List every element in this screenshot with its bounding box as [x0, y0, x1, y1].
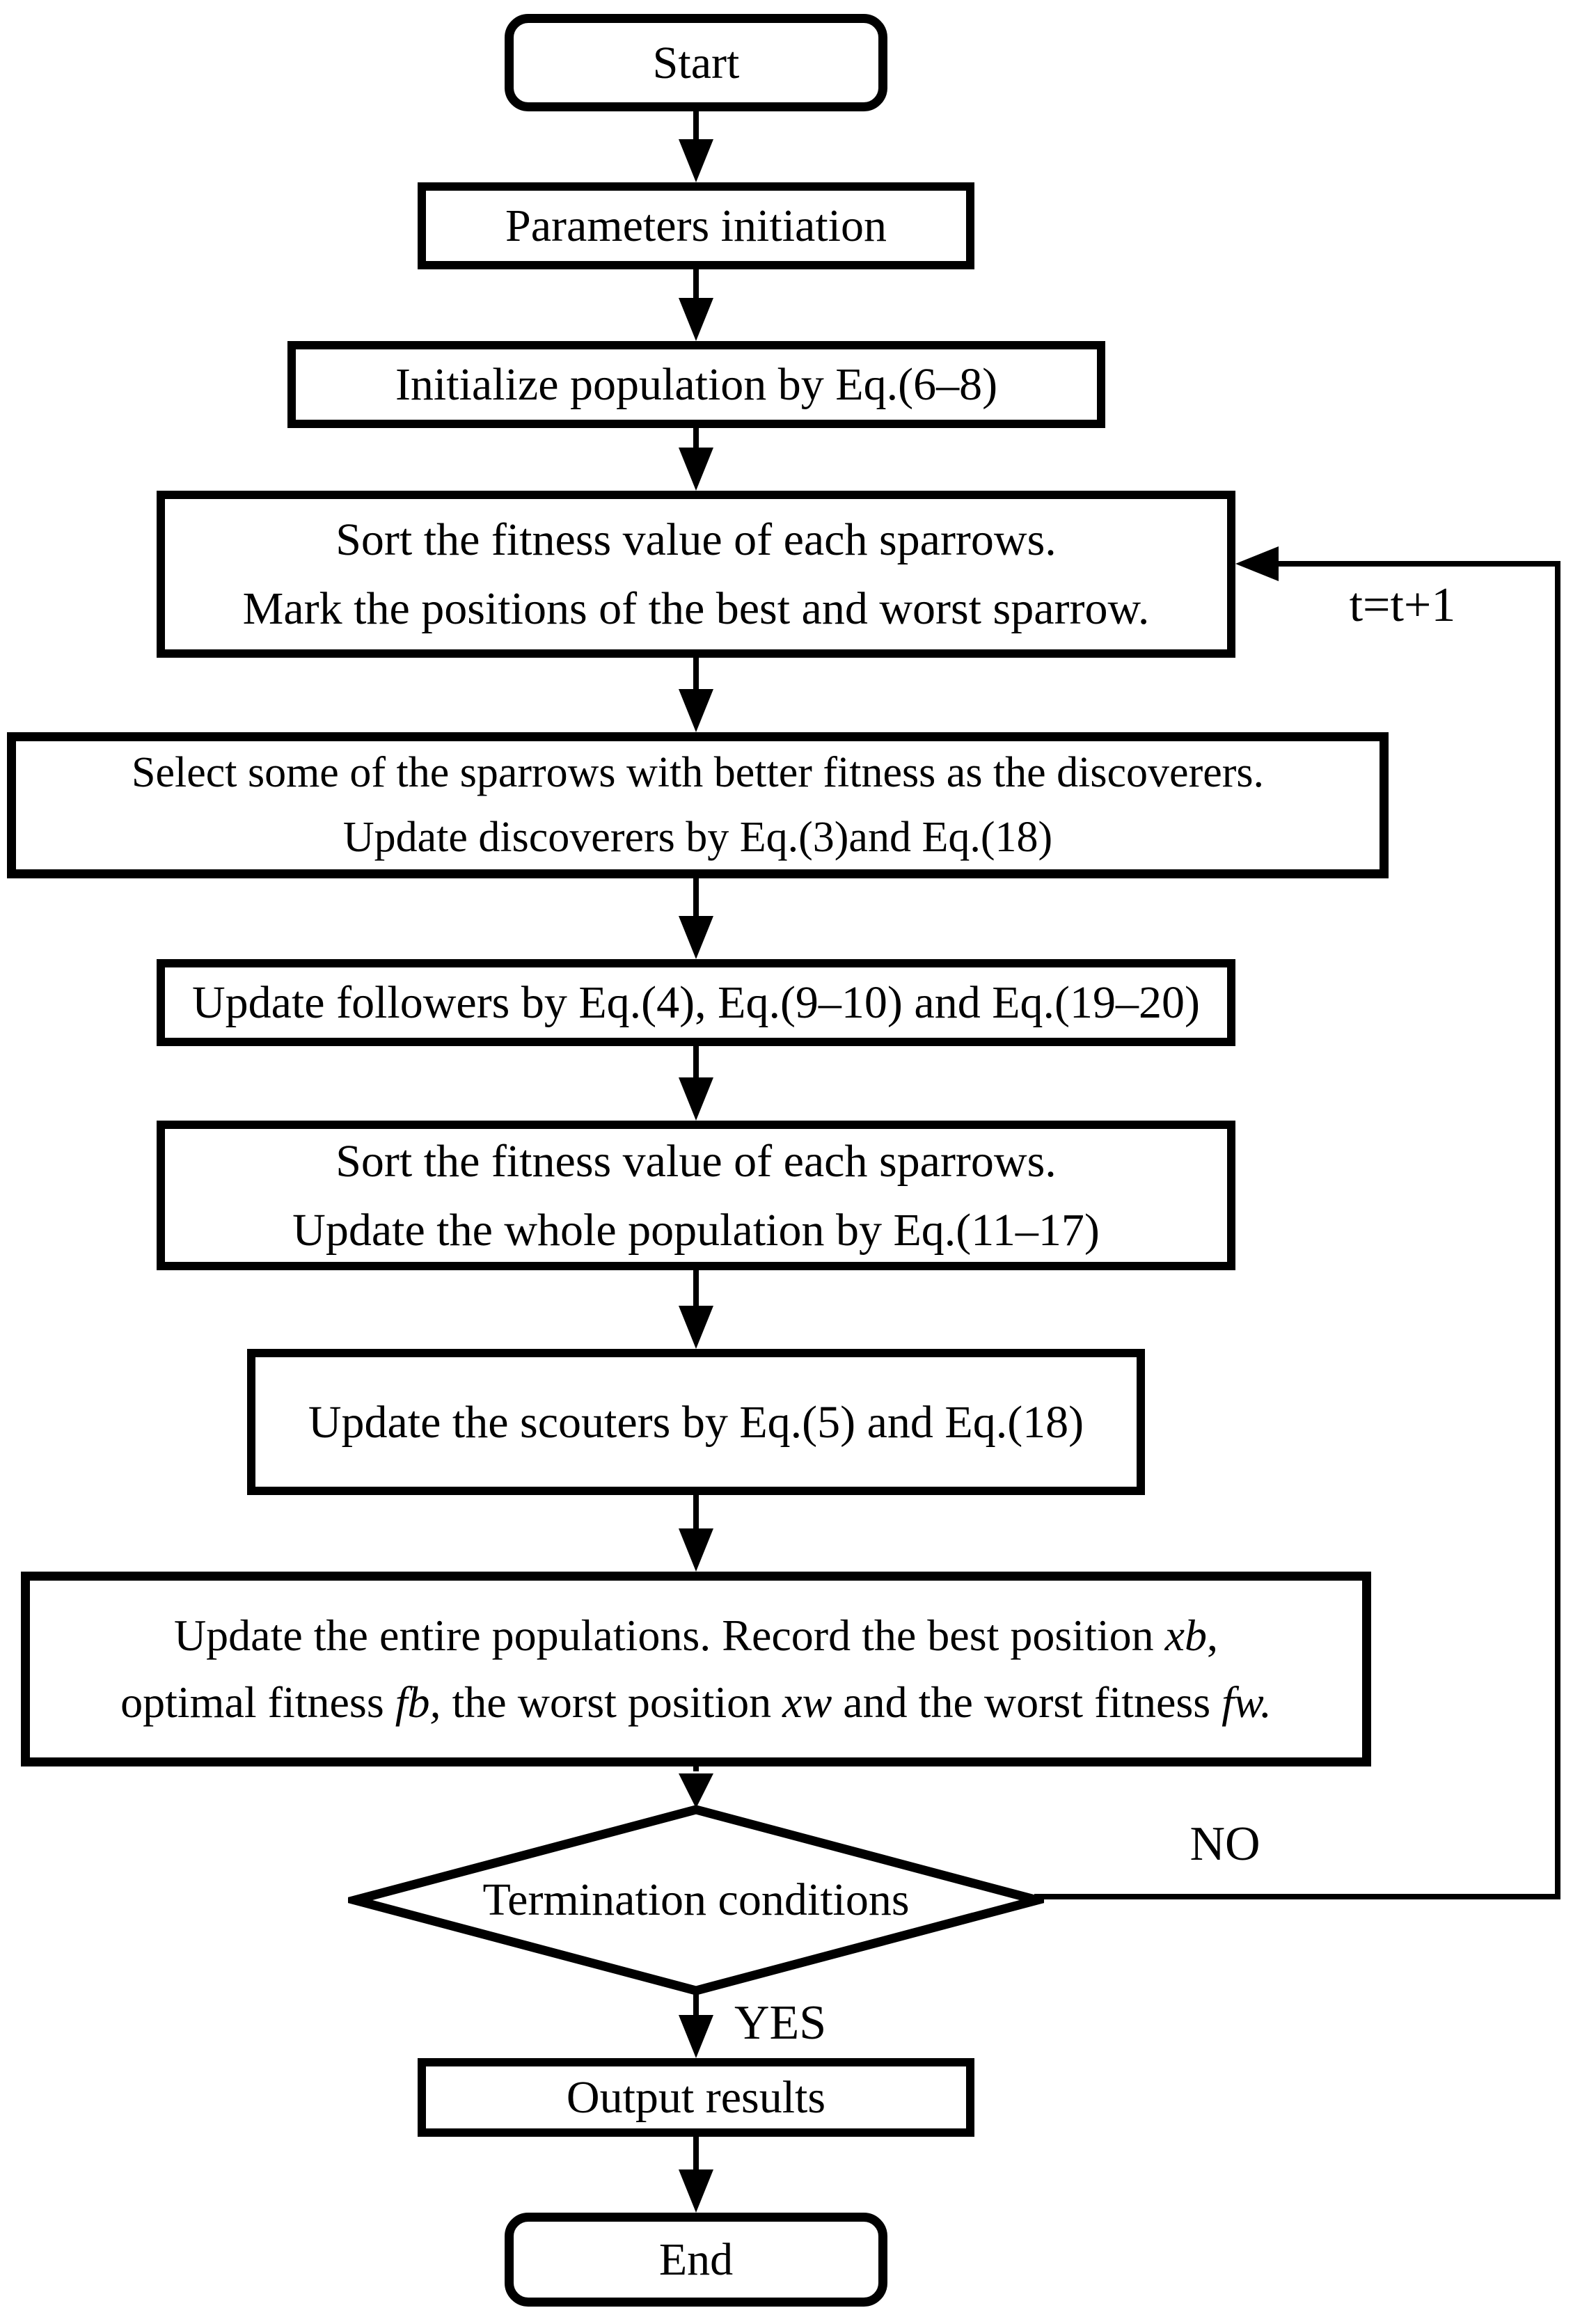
node-label-line1: Sort the fitness value of each sparrows.	[335, 1135, 1057, 1187]
arrowhead-sortupdate-to-scouters	[679, 1306, 713, 1349]
text-segment: the worst position	[441, 1677, 783, 1727]
arrowhead-decision-to-output-yes	[679, 2015, 713, 2058]
arrowhead-entire-to-decision	[679, 1773, 713, 1808]
node-label-line1: Sort the fitness value of each sparrows.	[335, 514, 1057, 565]
arrow-line-sortupdate-to-scouters	[693, 1270, 699, 1307]
flow-node-sort-and-mark: Sort the fitness value of each sparrows.…	[157, 491, 1235, 658]
arrow-line-entire-to-decision	[693, 1766, 699, 1771]
loop-line-top-horizontal	[1277, 561, 1560, 567]
node-label: Initialize population by Eq.(6–8)	[395, 359, 998, 410]
edge-label-no: NO	[1189, 1817, 1260, 1871]
flow-node-update-followers: Update followers by Eq.(4), Eq.(9–10) an…	[157, 959, 1235, 1046]
flow-node-start: Start	[505, 14, 887, 111]
node-label-line2: Update the whole population by Eq.(11–17…	[292, 1204, 1100, 1256]
arrowhead-params-to-init	[679, 298, 713, 341]
arrowhead-scouters-to-entire	[679, 1528, 713, 1572]
node-label: Parameters initiation	[505, 200, 887, 251]
flow-node-end: End	[505, 2213, 887, 2307]
arrowhead-select-to-followers	[679, 916, 713, 959]
flow-node-sort-update-population: Sort the fitness value of each sparrows.…	[157, 1121, 1235, 1270]
node-label: Output results	[566, 2072, 826, 2123]
arrow-line-sort-to-select	[693, 657, 699, 690]
node-label-line1: Update the entire populations. Record th…	[174, 1602, 1218, 1669]
arrowhead-output-to-end	[679, 2169, 713, 2213]
node-label: Start	[652, 37, 740, 88]
node-label: Update followers by Eq.(4), Eq.(9–10) an…	[192, 977, 1200, 1028]
italic-var-fb: fb,	[395, 1677, 441, 1727]
arrow-line-scouters-to-entire	[693, 1494, 699, 1530]
text-segment: ,	[1207, 1611, 1219, 1660]
node-label-line2: Mark the positions of the best and worst…	[242, 583, 1150, 634]
node-label: Update the scouters by Eq.(5) and Eq.(18…	[308, 1396, 1084, 1448]
flow-node-update-entire-populations: Update the entire populations. Record th…	[21, 1572, 1371, 1766]
node-label-line2: optimal fitness fb, the worst position x…	[120, 1669, 1272, 1736]
arrowhead-init-to-sort	[679, 448, 713, 491]
arrowhead-loop-into-sort	[1235, 546, 1279, 581]
arrowhead-sort-to-select	[679, 689, 713, 732]
arrow-line-init-to-sort	[693, 427, 699, 449]
flow-node-initialize-population: Initialize population by Eq.(6–8)	[287, 341, 1105, 428]
flow-node-output-results: Output results	[418, 2058, 974, 2137]
flow-node-select-discoverers: Select some of the sparrows with better …	[7, 732, 1389, 878]
italic-var-xb: xb	[1164, 1611, 1208, 1660]
text-segment: optimal fitness	[120, 1677, 395, 1727]
text-segment: and the worst fitness	[832, 1677, 1222, 1727]
arrow-line-select-to-followers	[693, 878, 699, 917]
edge-label-increment: t=t+1	[1349, 578, 1456, 632]
arrow-line-decision-to-output-yes	[693, 1989, 699, 2016]
node-label-line1: Select some of the sparrows with better …	[131, 749, 1265, 796]
arrowhead-followers-to-sortupdate	[679, 1077, 713, 1121]
arrowhead-start-to-params	[679, 139, 713, 182]
edge-label-yes: YES	[734, 1996, 827, 2050]
arrow-line-output-to-end	[693, 2136, 699, 2171]
arrow-line-followers-to-sortupdate	[693, 1045, 699, 1079]
loop-line-vertical	[1555, 564, 1560, 1899]
decision-label: Termination conditions	[482, 1874, 910, 1925]
italic-var-fw: fw.	[1222, 1677, 1272, 1727]
arrow-line-params-to-init	[693, 269, 699, 299]
node-label: End	[658, 2234, 734, 2285]
arrow-line-start-to-params	[693, 111, 699, 141]
flow-node-parameters-initiation: Parameters initiation	[418, 182, 974, 269]
loop-line-no-horizontal	[1034, 1894, 1560, 1899]
italic-var-xw: xw	[782, 1677, 832, 1727]
text-segment: Update the entire populations. Record th…	[173, 1611, 1165, 1660]
flow-node-update-scouters: Update the scouters by Eq.(5) and Eq.(18…	[247, 1349, 1145, 1495]
node-label-line2: Update discoverers by Eq.(3)and Eq.(18)	[342, 814, 1053, 861]
